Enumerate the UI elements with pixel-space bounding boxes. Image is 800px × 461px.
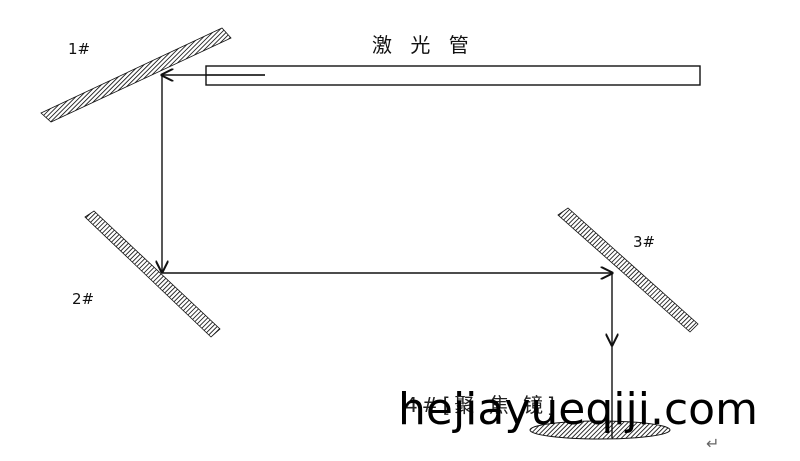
mirror-3-label: 3# bbox=[633, 233, 655, 251]
mirror-3 bbox=[557, 207, 699, 333]
return-mark-icon: ↵ bbox=[706, 434, 720, 453]
watermark-text: hejiayueqiji.com bbox=[398, 384, 758, 435]
focus-lens-label: 4#[聚 焦 镜] bbox=[405, 393, 559, 417]
laser-tube bbox=[205, 65, 701, 86]
mirror-2-label: 2# bbox=[72, 290, 94, 308]
focus-lens bbox=[529, 420, 671, 440]
mirror-2 bbox=[84, 210, 221, 338]
mirror-1 bbox=[40, 27, 232, 123]
beam-path bbox=[162, 75, 612, 438]
laser-tube-label: 激 光 管 bbox=[372, 33, 475, 57]
mirror-1-label: 1# bbox=[68, 40, 90, 58]
